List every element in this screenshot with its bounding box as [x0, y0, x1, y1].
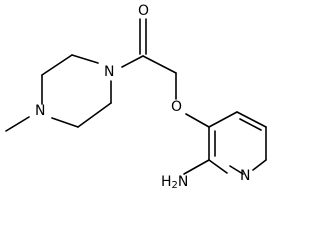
- amine-hydrogen: H: [161, 174, 172, 190]
- chemical-structure-diagram: O N N O N H2N: [5, 3, 267, 191]
- bond-amide-n-carbonyl: [121, 55, 144, 68]
- atom-labels: O N N O N H2N: [35, 3, 250, 191]
- amine-nitrogen: N: [178, 174, 188, 190]
- atom-methyl-nitrogen: N: [35, 103, 45, 119]
- bond-carbonyl-ch2: [142, 55, 177, 74]
- atom-ether-oxygen: O: [171, 99, 182, 115]
- bond-pyridine-inner-1: [239, 118, 262, 131]
- atom-amide-nitrogen: N: [104, 64, 114, 80]
- amine-subscript: 2: [172, 180, 178, 191]
- bond-pyridine-1: [208, 111, 238, 128]
- bond-lines: [5, 18, 267, 175]
- bond-piperazine-3: [71, 54, 99, 64]
- bond-pyridine-amine: [183, 159, 210, 175]
- bond-ether-o-pyridine: [185, 113, 210, 128]
- bond-piperazine-2: [41, 54, 73, 76]
- bond-methyl: [5, 116, 30, 132]
- bond-pyridine-2: [236, 111, 267, 128]
- bond-piperazine-5: [77, 102, 112, 128]
- atom-pyridine-nitrogen: N: [240, 168, 250, 184]
- atom-carbonyl-oxygen: O: [138, 3, 149, 19]
- bond-pyridine-5: [208, 159, 228, 174]
- atom-amine-group: H2N: [161, 174, 188, 191]
- bond-piperazine-6: [51, 117, 79, 128]
- bond-pyridine-inner-3: [229, 165, 244, 175]
- bond-pyridine-4: [252, 159, 267, 171]
